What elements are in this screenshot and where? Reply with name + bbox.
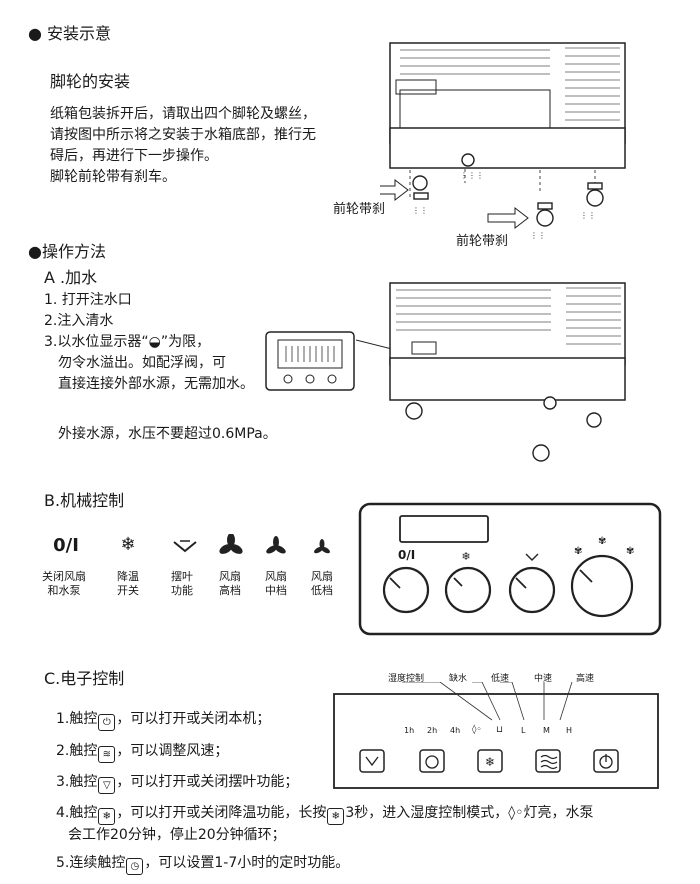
label-mid-speed: 中速 [534, 674, 553, 684]
cooler-water-illustration [356, 282, 626, 462]
fan-low-icon [314, 539, 330, 554]
add-water-steps: 1. 打开注水口 2.注入清水 3.以水位显示器“◒”为限， 勿令水溢出。如配浮… [44, 292, 254, 392]
fan-mid-icon [266, 536, 286, 554]
cooler-caster-illustration: ⋮⋮⋮⋮⋮ ⋮⋮⋮⋮ [380, 42, 626, 240]
swing-button-icon: ▽ [98, 777, 116, 794]
front-brake-label-2: 前轮带刹 [456, 234, 509, 249]
indicator-4h: 4h [450, 726, 461, 735]
humidity-indicator-icon: ◊◦ [472, 725, 482, 735]
indicator-L: L [521, 726, 526, 735]
power-button-icon: ⏻ [98, 714, 116, 731]
indicator-2h: 2h [427, 726, 438, 735]
indicator-row: 1h [404, 726, 415, 735]
bullet: ● [28, 24, 48, 43]
label-low-speed: 低速 [491, 674, 510, 684]
svg-text:✾: ✾ [626, 546, 634, 557]
humidity-drop-icon: ◊◦ [508, 805, 524, 821]
label-water-shortage: 缺水 [449, 674, 468, 684]
svg-text:⋮⋮⋮: ⋮⋮⋮ [460, 171, 484, 180]
mechanical-control-panel: ❄ ✾ ✾ ✾ [358, 502, 662, 636]
indicator-M: M [543, 726, 550, 735]
power-toggle-icon: 0/I [53, 535, 79, 556]
electronic-control-panel: ❄ [333, 682, 659, 789]
instruction-5: 5.连续触控◷，可以设置1-7小时的定时功能。 [56, 853, 349, 875]
icon-caption-swing: 摆叶功能 [171, 570, 193, 597]
timer-button-icon: ◷ [126, 858, 144, 875]
label-humidity: 湿度控制 [388, 674, 425, 684]
section-install-title: ● 安装示意 [28, 24, 112, 43]
svg-text:⋮⋮: ⋮⋮ [412, 206, 428, 215]
electronic-control-title: C.电子控制 [44, 669, 125, 688]
fan-high-icon [219, 534, 243, 554]
instruction-3: 3.触控▽，可以打开或关闭摆叶功能； [56, 772, 298, 794]
instruction-1: 1.触控⏻，可以打开或关闭本机； [56, 709, 270, 731]
front-brake-label-1: 前轮带刹 [333, 202, 386, 217]
swing-icon [173, 540, 197, 553]
water-level-gauge-icon [265, 331, 355, 391]
icon-caption-mid: 风扇中档 [265, 570, 287, 597]
section-operation-title: ●操作方法 [28, 242, 106, 261]
wind-speed-button-icon: ≋ [98, 746, 116, 763]
icon-caption-power: 关闭风扇和水泵 [42, 570, 86, 597]
svg-text:⋮⋮: ⋮⋮ [530, 231, 546, 240]
svg-text:✾: ✾ [574, 546, 582, 557]
cooling-button-icon-2: ❄ [327, 808, 345, 825]
mechanical-control-title: B.机械控制 [44, 491, 125, 510]
svg-text:⋮⋮: ⋮⋮ [580, 211, 596, 220]
label-high-speed: 高速 [576, 674, 595, 684]
water-shortage-indicator-icon: ⊔ [496, 725, 504, 735]
svg-text:❄: ❄ [461, 550, 470, 563]
caster-install-subtitle: 脚轮的安装 [50, 72, 131, 91]
svg-text:❄: ❄ [485, 755, 495, 769]
indicator-H: H [566, 726, 573, 735]
instruction-2: 2.触控≋，可以调整风速； [56, 741, 228, 763]
install-paragraph: 纸箱包装拆开后，请取出四个脚轮及螺丝， 请按图中所示将之安装于水箱底部，推行无 … [50, 106, 316, 185]
cooling-button-icon: ❄ [98, 808, 116, 825]
icon-caption-high: 风扇高档 [219, 570, 241, 597]
icon-caption-cooling: 降温开关 [117, 570, 139, 597]
panel-knob-power-label: 0/I [398, 548, 416, 562]
snowflake-icon: ❄ [120, 534, 136, 555]
bullet: ● [28, 242, 42, 261]
icon-caption-low: 风扇低档 [311, 570, 333, 597]
add-water-subtitle: A .加水 [44, 268, 98, 287]
water-pressure-note: 外接水源，水压不要超过0.6MPa。 [58, 426, 277, 442]
svg-text:✾: ✾ [598, 536, 606, 547]
instruction-4: 4.触控❄，可以打开或关闭降温功能，长按❄3秒，进入湿度控制模式，◊◦灯亮，水泵… [56, 805, 594, 843]
